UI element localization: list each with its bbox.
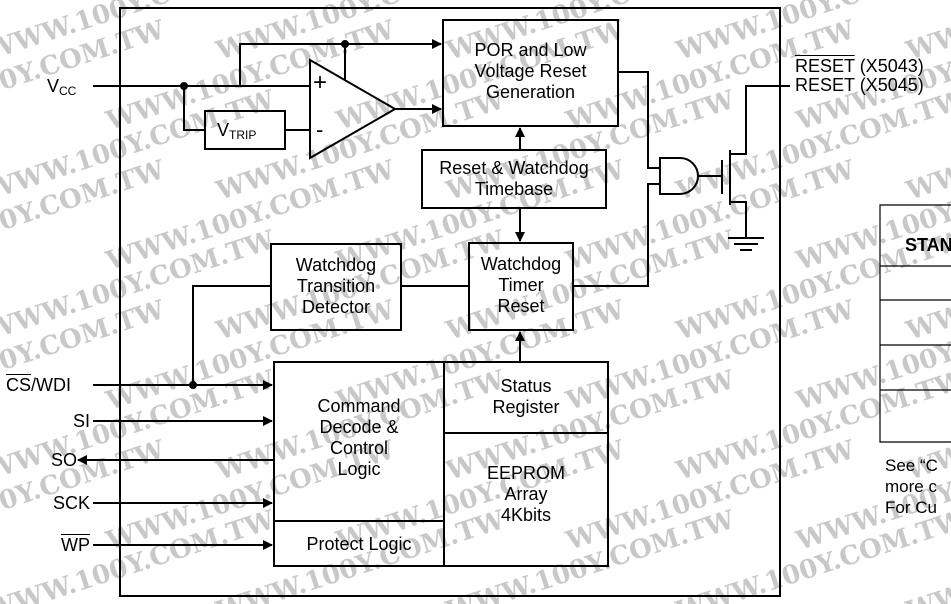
timer-label: Watchdog Timer Reset — [480, 254, 562, 316]
vcc-vtrip-wire — [183, 86, 205, 131]
comparator-plus: + — [313, 69, 328, 96]
status-label: Status Register — [492, 376, 560, 417]
note-line-1: See “C — [885, 456, 938, 475]
vtrip-label: VTRIP — [217, 120, 257, 142]
so-label: SO — [50, 450, 77, 470]
timebase-box — [421, 149, 607, 209]
and-gate — [659, 157, 699, 195]
command-label: Command Decode & Control Logic — [317, 396, 401, 479]
comparator-minus: - — [316, 117, 324, 142]
reset-label: RESET (X5045) — [795, 75, 924, 95]
comparator — [309, 58, 398, 160]
fet-drain — [730, 85, 790, 155]
note-line-2: more c — [885, 477, 937, 496]
timebase-label: Reset & Watchdog Timebase — [439, 158, 589, 199]
wp-label: WP — [61, 535, 90, 555]
sck-label: SCK — [52, 493, 90, 513]
note-line-3: For Cu — [885, 498, 937, 517]
logic-block — [273, 361, 609, 567]
side-table-header: STAN — [905, 235, 951, 255]
transition-label: Watchdog Transition Detector — [295, 255, 377, 317]
eeprom-label: EEPROM Array 4Kbits — [486, 463, 565, 525]
side-table — [879, 204, 951, 443]
si-label: SI — [72, 411, 90, 431]
por-to-gate-wire — [618, 71, 660, 169]
comp-feedback-wire — [344, 39, 442, 80]
reset-bar-label: RESET (X5043) — [795, 56, 924, 76]
chip-outline — [119, 7, 781, 597]
por-label: POR and Low Voltage Reset Generation — [474, 40, 587, 102]
cs-to-transition-wire — [192, 285, 271, 385]
vcc-feedback-wire — [239, 43, 345, 86]
cs-wdi-label: CS/WDI — [6, 375, 72, 395]
timer-to-gate-wire — [573, 183, 660, 287]
fet-source — [730, 201, 747, 237]
protect-label: Protect Logic — [306, 534, 412, 554]
vcc-label: VCC — [47, 76, 77, 98]
